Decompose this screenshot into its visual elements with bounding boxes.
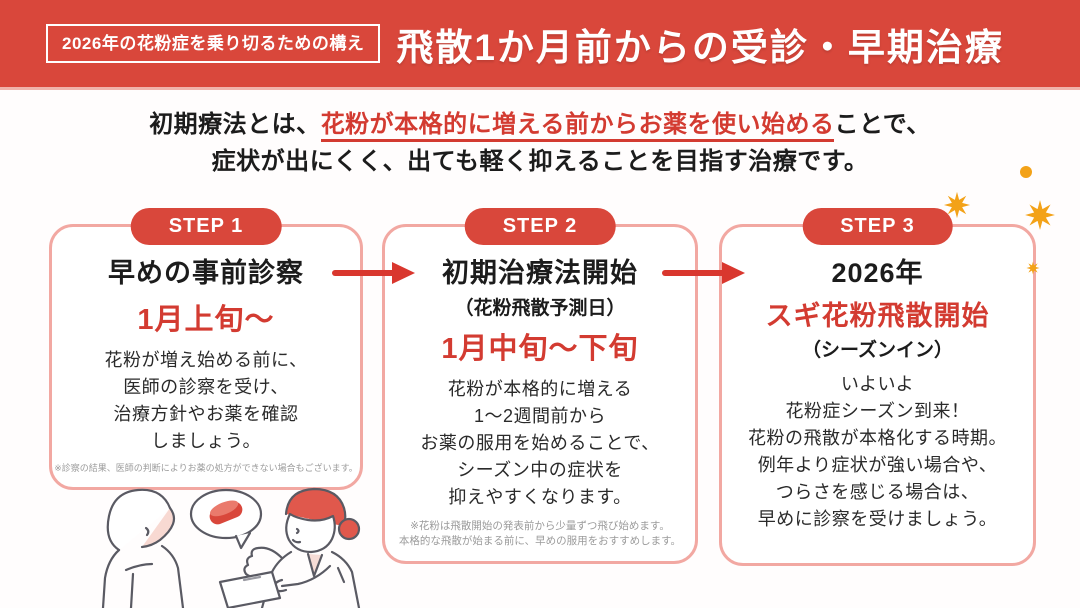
step-1-period: 1月上旬〜 [137,303,275,336]
step-3-title: 2026年 [831,258,924,288]
step-1-badge: STEP 1 [130,208,282,245]
page-title: 飛散1か月前からの受診・早期治療 [396,26,1004,68]
step-card-2: STEP 2 初期治療法開始 （花粉飛散予測日） 1月中旬〜下旬 花粉が本格的に… [382,208,698,564]
step-card-3: STEP 3 2026年 スギ花粉飛散開始 （シーズンイン） いよいよ 花粉症シ… [719,208,1036,566]
intro-line-1: 初期療法とは、花粉が本格的に増える前からお薬を使い始めることで、 [0,106,1080,143]
step-3-highlight: スギ花粉飛散開始 [765,300,990,331]
step-1-body: 花粉が増え始める前に、 医師の診察を受け、 治療方針やお薬を確認 しましょう。 [104,349,308,451]
pollen-star-icon [1026,261,1040,275]
step-2-title: 初期治療法開始 [442,258,638,288]
step-3-subtitle: （シーズンイン） [801,339,954,361]
step-card-1: STEP 1 早めの事前診察 1月上旬〜 花粉が増え始める前に、 医師の診察を受… [49,208,363,490]
step-3-body: いよいよ 花粉症シーズン到来！ 花粉の飛散が本格化する時期。 例年より症状が強い… [748,373,1007,529]
arrow-right-icon [332,262,415,284]
pollen-star-icon [1025,200,1055,230]
step-2-period: 1月中旬〜下旬 [441,332,639,365]
header: 2026年の花粉症を乗り切るための構え 飛散1か月前からの受診・早期治療 [0,0,1080,90]
intro-highlight: 花粉が本格的に増える前からお薬を使い始める [320,111,835,142]
header-tagline: 2026年の花粉症を乗り切るための構え [46,24,381,63]
arrow-right-icon [662,262,745,284]
pollen-star-icon [943,191,971,219]
step-2-subtitle: （花粉飛散予測日） [454,297,626,319]
step-1-title: 早めの事前診察 [108,258,304,288]
step-3-badge: STEP 3 [802,208,953,245]
step-1-note: ※診察の結果、医師の判断によりお薬の処方ができない場合もございます。 [54,462,358,473]
intro-line-2: 症状が出にくく、出ても軽く抑えることを目指す治療です。 [211,148,869,176]
step-2-note: ※花粉は飛散開始の発表前から少量ずつ飛び始めます。 本格的な飛散が始まる前に、早… [398,519,682,547]
doctor-patient-illustration [101,487,361,608]
step-2-body: 花粉が本格的に増える 1〜2週間前から お薬の服用を始めることで、 シーズン中の… [420,378,660,507]
pollen-dot-icon [1020,166,1032,178]
step-2-badge: STEP 2 [464,208,616,245]
intro-prefix: 初期療法とは、 [149,111,321,138]
intro-suffix: ことで、 [834,111,931,138]
intro-text: 初期療法とは、花粉が本格的に増える前からお薬を使い始めることで、 症状が出にくく… [0,106,1080,180]
